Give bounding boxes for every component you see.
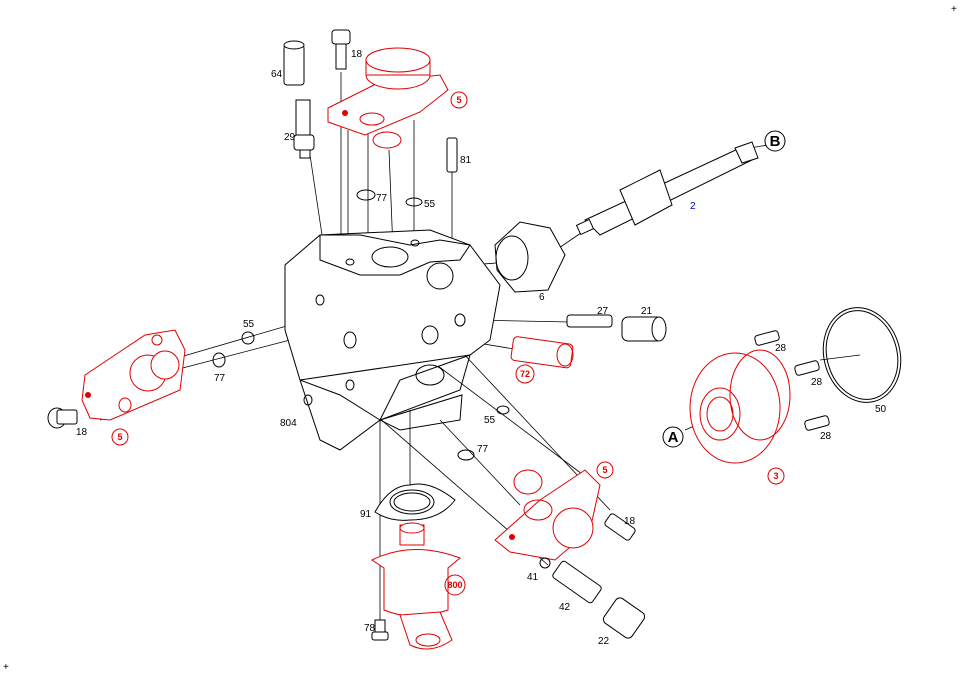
bolt-18-top xyxy=(331,29,351,70)
label-18-left: 18 xyxy=(76,427,88,438)
label-28-c: 28 xyxy=(820,431,832,442)
label-42: 42 xyxy=(559,602,571,613)
callout-text: 5 xyxy=(117,432,122,442)
label-21: 21 xyxy=(641,306,653,317)
label-27: 27 xyxy=(597,306,609,317)
oring-50 xyxy=(822,307,902,403)
label-81: 81 xyxy=(460,155,472,166)
corner-mark: + xyxy=(951,4,957,15)
callout-5-top: 5 xyxy=(450,91,468,109)
label-50: 50 xyxy=(875,404,887,415)
plug-64 xyxy=(283,40,305,86)
label-b-circle: B xyxy=(764,130,786,152)
label-77-top: 77 xyxy=(376,193,388,204)
label-28-b: 28 xyxy=(811,377,823,388)
label-a: A xyxy=(668,429,679,446)
pump-element-assembly-5-left xyxy=(81,329,186,421)
label-6: 6 xyxy=(539,292,545,303)
washer-55-mid xyxy=(496,405,510,415)
cap-22 xyxy=(602,597,646,639)
oring-77-mid xyxy=(457,449,475,461)
metering-unit-800 xyxy=(371,522,461,650)
pump-element-assembly-5-right xyxy=(494,469,601,561)
label-22: 22 xyxy=(598,636,610,647)
label-55-mid: 55 xyxy=(484,415,496,426)
bolt-28-c xyxy=(804,415,830,431)
callout-72: 72 xyxy=(515,364,535,384)
flange-assembly-3 xyxy=(689,349,791,464)
nut-6 xyxy=(494,221,566,293)
pump-housing-804 xyxy=(284,229,501,451)
callout-800: 800 xyxy=(444,574,466,596)
washer-55-top xyxy=(405,197,423,207)
label-29: 29 xyxy=(284,132,296,143)
fitting-42 xyxy=(552,560,602,604)
connector-29 xyxy=(293,99,315,159)
label-2: 2 xyxy=(690,201,696,212)
label-55-left: 55 xyxy=(243,319,255,330)
callout-text: 5 xyxy=(456,95,461,105)
label-41: 41 xyxy=(527,572,539,583)
oring-77-left xyxy=(212,352,226,368)
oring-77-top xyxy=(356,189,376,201)
drive-shaft-2 xyxy=(575,141,759,236)
callout-text: 72 xyxy=(520,369,530,379)
bolt-78 xyxy=(371,619,389,641)
label-78: 78 xyxy=(364,623,376,634)
washer-55-left xyxy=(241,331,255,345)
cap-21 xyxy=(621,316,667,342)
label-804: 804 xyxy=(280,418,297,429)
bolt-18-left xyxy=(47,407,78,429)
callout-5-left: 5 xyxy=(111,428,129,446)
corner-mark: + xyxy=(3,662,9,673)
callout-5-right: 5 xyxy=(596,461,614,479)
label-28-a: 28 xyxy=(775,343,787,354)
label-77-left: 77 xyxy=(214,373,226,384)
callout-3: 3 xyxy=(767,467,785,485)
label-b: B xyxy=(770,133,781,150)
callout-text: 800 xyxy=(447,580,462,590)
fitting-27 xyxy=(566,314,613,328)
callout-text: 3 xyxy=(773,471,778,481)
valve-72 xyxy=(510,336,574,369)
label-64: 64 xyxy=(271,69,283,80)
label-18-top: 18 xyxy=(351,49,363,60)
bolt-28-b xyxy=(794,360,820,376)
label-91: 91 xyxy=(360,509,372,520)
gasket-91 xyxy=(374,483,456,521)
pump-element-assembly-5-top xyxy=(327,47,449,149)
label-55-top: 55 xyxy=(424,199,436,210)
bolt-18-right xyxy=(604,513,636,541)
label-18-right: 18 xyxy=(624,516,636,527)
callout-text: 5 xyxy=(602,465,607,475)
label-a-circle: A xyxy=(662,426,684,448)
washer-41 xyxy=(539,557,551,569)
bolt-28-a xyxy=(754,330,780,346)
pin-81 xyxy=(446,137,458,173)
label-77-mid: 77 xyxy=(477,444,489,455)
